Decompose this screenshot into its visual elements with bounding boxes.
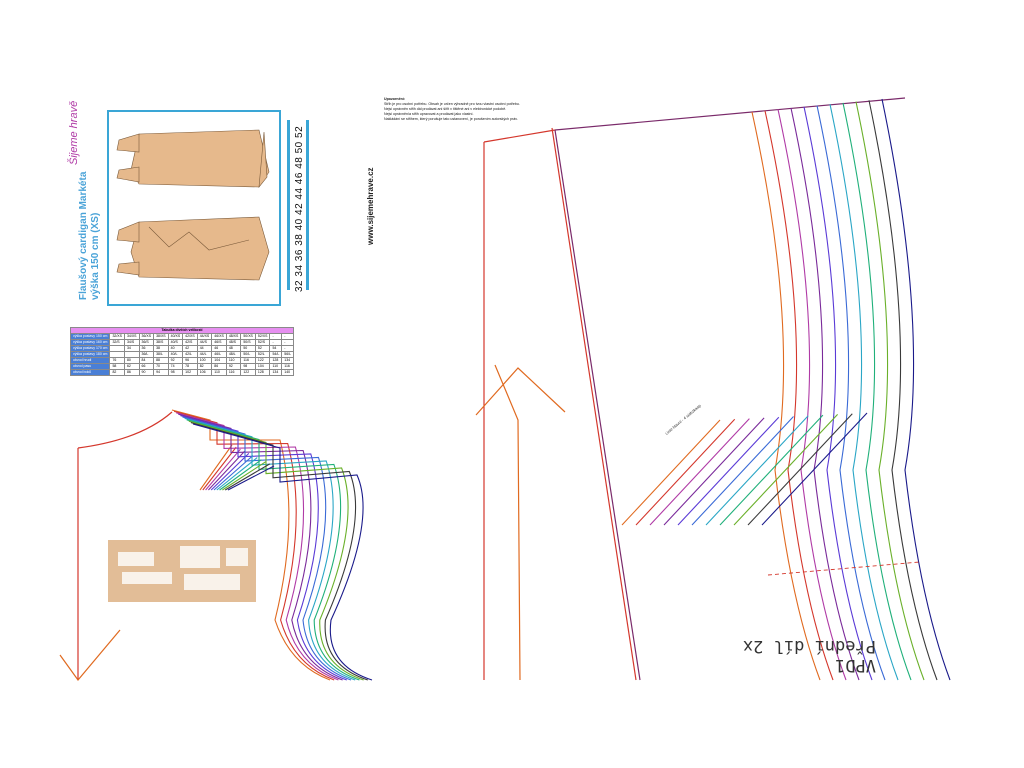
notes-line: Nejsi oprávněn střih dál prodávat ani ší… [384, 107, 507, 111]
neckline-size-line [192, 423, 373, 681]
grain-hatch-line [747, 413, 853, 526]
front-size-line [842, 102, 912, 681]
front-size-line [829, 104, 899, 681]
neckline-size-tick [210, 453, 250, 491]
piece-code: VPD1 [835, 655, 876, 675]
front-size-line [777, 109, 847, 681]
front-size-line [764, 110, 834, 681]
grain-hatch-line [635, 418, 736, 526]
product-illustration-frame [107, 110, 281, 306]
notes-line: Střih je pro osobní potřebu. Obsah je ur… [384, 102, 520, 106]
size-bar [287, 120, 290, 290]
notes-line: Nakládání se střihem, který porušuje tat… [384, 117, 518, 121]
neckline-size-tick [224, 463, 271, 491]
grain-hatch-line [719, 414, 824, 526]
neckline-size-line [184, 417, 356, 681]
front-size-line [816, 105, 886, 681]
front-size-line [855, 101, 925, 681]
grain-hatch-lines [621, 412, 868, 526]
size-bar-secondary [306, 120, 309, 290]
neckline-size-tick [219, 459, 262, 491]
neckline-size-tick [202, 446, 237, 491]
neckline-size-lines [171, 409, 373, 681]
size-table-row-label: obvod boků [69, 369, 111, 376]
front-size-line [803, 106, 873, 681]
grain-hatch-line [761, 412, 868, 526]
neckline-size-line [176, 412, 339, 681]
front-size-line [881, 98, 951, 681]
neckline-size-line [173, 410, 335, 681]
front-size-line [790, 107, 860, 681]
neckline-size-line [190, 422, 368, 681]
front-size-line [868, 100, 938, 681]
sleeve-piece-lines [59, 411, 173, 681]
grain-hatch-line [677, 416, 780, 526]
front-size-lines [751, 98, 951, 681]
grain-hatch-line [733, 414, 839, 526]
neckline-size-line [178, 413, 343, 681]
size-table: Tabulka dívčích velikostí výška postavy … [69, 327, 295, 376]
neckline-size-tick [207, 450, 246, 491]
cutting-layout-thumbnail [108, 540, 256, 602]
cardigan-illustration [116, 129, 270, 281]
neckline-size-tick [227, 465, 275, 491]
notes-title: Upozornění: [384, 97, 405, 101]
usage-notes: Upozornění: Střih je pro osobní potřebu.… [384, 97, 594, 122]
grain-hatch-line [663, 417, 765, 526]
grain-hatch-line [621, 419, 721, 526]
neckline-size-line [186, 419, 360, 681]
neckline-size-line [171, 409, 331, 681]
neckline-size-tick [199, 444, 233, 491]
front-piece-lines [475, 97, 906, 681]
piece-label: VPD1 Přední díl 2x [706, 636, 876, 675]
neckline-size-tick [216, 457, 258, 491]
grain-hatch-line [649, 418, 750, 526]
hem-marks [767, 561, 921, 576]
neckline-size-line [182, 416, 352, 681]
grain-hatch-line [691, 416, 794, 526]
neckline-size-tick [222, 461, 266, 491]
neckline-size-tick [213, 455, 254, 491]
size-table-cell: 140 [281, 369, 295, 376]
neckline-size-tick [205, 448, 241, 491]
piece-name: Přední díl 2x [742, 636, 876, 656]
neckline-size-line [180, 415, 347, 681]
grain-hatch-line [705, 415, 809, 526]
front-size-line [751, 111, 821, 681]
notes-line: Nejsi oprávněn/a střih upravovat a prodá… [384, 112, 474, 116]
